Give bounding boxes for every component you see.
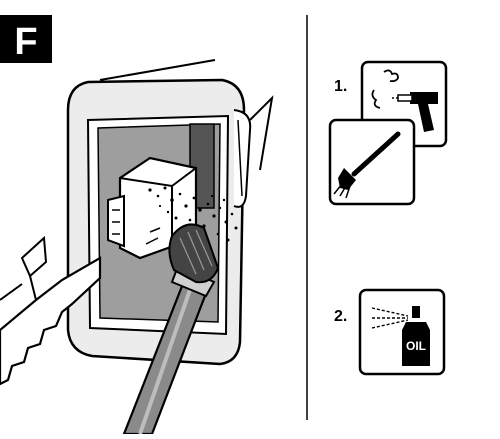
oil-can-label: OIL — [406, 339, 426, 353]
panel-letter-badge: F — [0, 15, 52, 63]
cleaning-brush-icon — [330, 120, 414, 204]
oil-spray-can-icon: OIL — [360, 290, 444, 374]
step-1-number: 1. — [334, 78, 347, 96]
step-2-number: 2. — [334, 308, 347, 326]
panel-letter: F — [14, 21, 37, 63]
